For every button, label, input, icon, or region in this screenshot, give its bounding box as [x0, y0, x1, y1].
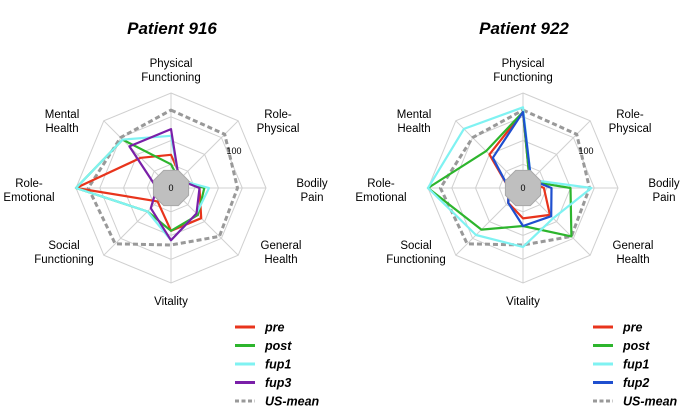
tick-label: 100: [578, 146, 593, 156]
legend-label: pre: [622, 321, 643, 335]
legend-label: post: [622, 339, 650, 353]
axis-label: Vitality: [506, 296, 540, 308]
legend-label: pre: [264, 321, 285, 335]
axis-label: Vitality: [154, 296, 188, 308]
tick-label: 100: [226, 146, 241, 156]
chart-title: Patient 916: [127, 19, 217, 38]
series-line-fup1: [426, 106, 593, 248]
tick-label: 0: [168, 183, 173, 193]
series-line-us-mean: [438, 108, 591, 247]
legend-label: fup2: [623, 376, 649, 390]
center-hub: [152, 169, 190, 207]
legend-label: US-mean: [623, 395, 678, 409]
legend-label: fup1: [265, 358, 291, 372]
legend-label: post: [264, 339, 292, 353]
legend-label: fup1: [623, 358, 649, 372]
axis-label: Role-Emotional: [3, 178, 54, 204]
axis-label: Role-Physical: [609, 109, 652, 135]
tick-label: 0: [520, 183, 525, 193]
axis-label: Role-Emotional: [355, 178, 406, 204]
legend-label: fup3: [265, 376, 291, 390]
legend-label: US-mean: [265, 395, 320, 409]
center-hub: [504, 169, 542, 207]
chart-title: Patient 922: [479, 19, 569, 38]
axis-label: Role-Physical: [257, 109, 300, 135]
